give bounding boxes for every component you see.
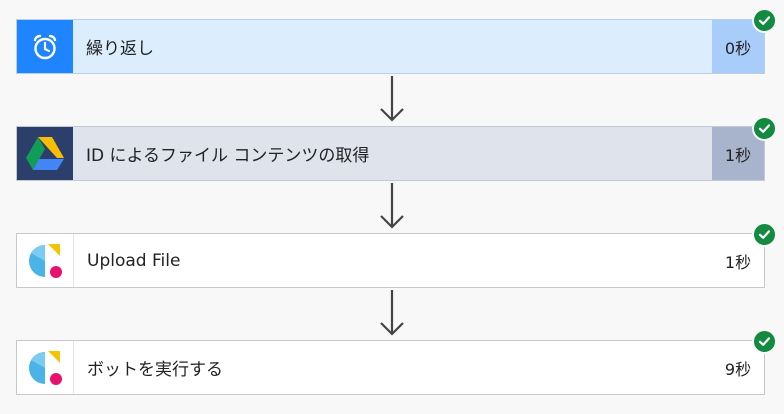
down-arrow-icon xyxy=(380,183,404,229)
success-check-icon xyxy=(752,222,777,247)
step-label: 繰り返し xyxy=(86,39,154,59)
down-arrow-icon xyxy=(380,76,404,122)
alarm-clock-icon xyxy=(17,20,73,73)
connector-logo-icon xyxy=(17,234,74,287)
step-get-file-content[interactable]: ID によるファイル コンテンツの取得 1秒 xyxy=(16,126,765,181)
connector-logo-icon xyxy=(17,341,74,394)
step-label: ID によるファイル コンテンツの取得 xyxy=(86,146,370,166)
down-arrow-icon xyxy=(380,290,404,336)
step-duration: 9秒 xyxy=(724,359,752,379)
success-check-icon xyxy=(752,8,777,33)
step-label: Upload File xyxy=(87,250,181,271)
step-label: ボットを実行する xyxy=(87,360,223,380)
step-duration: 1秒 xyxy=(724,252,752,272)
step-upload-file[interactable]: Upload File 1秒 xyxy=(16,233,765,288)
step-duration: 0秒 xyxy=(712,20,764,73)
success-check-icon xyxy=(752,116,777,141)
google-drive-icon xyxy=(17,127,73,180)
step-run-bot[interactable]: ボットを実行する 9秒 xyxy=(16,340,765,395)
step-recurrence[interactable]: 繰り返し 0秒 xyxy=(16,19,765,74)
success-check-icon xyxy=(752,329,777,354)
